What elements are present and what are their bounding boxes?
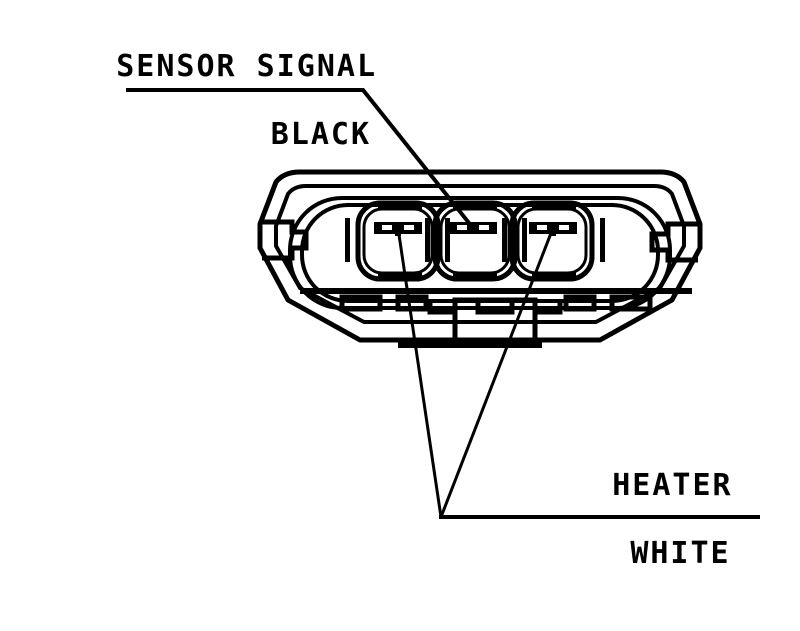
- cavity-right-bottom-cap: [532, 272, 576, 279]
- sensor-signal-leader-line: [126, 88, 476, 231]
- retention-slots: [339, 294, 653, 312]
- separator-3: [502, 218, 507, 262]
- cavity-center-top-cap: [453, 203, 497, 210]
- cavity-separators: [345, 218, 605, 262]
- cavity-left-top-cap: [378, 203, 422, 210]
- sensor-signal-label-group: SENSOR SIGNAL BLACK: [36, 22, 377, 210]
- terminal-blade-center: [449, 222, 497, 234]
- terminal-center-slot-a: [457, 225, 467, 230]
- retention-slot-4: [609, 294, 653, 312]
- terminal-blade-left: [374, 222, 422, 236]
- cavity-right-top-cap: [532, 203, 576, 210]
- sensor-signal-label-line1: SENSOR SIGNAL: [116, 49, 378, 84]
- pin-cavity-left-inner-ring: [362, 207, 434, 275]
- separator-2: [445, 218, 450, 262]
- left-keyway-notch: [262, 219, 309, 261]
- cavity-center-bottom-cap: [453, 272, 497, 279]
- separator-4: [522, 218, 527, 262]
- housing-divider-line: [300, 288, 692, 294]
- cavity-left-bottom-cap: [378, 272, 422, 279]
- terminal-right-slot-b: [559, 225, 569, 230]
- heater-wire-color-label: WHITE: [630, 536, 731, 571]
- terminal-left-slot-b: [404, 225, 414, 230]
- terminal-blade-right: [529, 222, 577, 236]
- diagram-canvas: SENSOR SIGNAL BLACK HEATER WHITE: [36, 22, 760, 569]
- heater-label-group: HEATER WHITE: [532, 441, 733, 629]
- latch-step-right: [535, 300, 563, 315]
- terminal-blades: [374, 222, 577, 236]
- heater-label-line1: HEATER: [612, 468, 733, 503]
- separator-1: [425, 218, 430, 262]
- connector-bottom-bar: [398, 341, 542, 348]
- connector-diagram-svg: [126, 88, 760, 519]
- retention-slot-1: [339, 294, 383, 312]
- separator-left-edge: [345, 218, 350, 262]
- terminal-left-slot-a: [382, 225, 392, 230]
- pin-cavity-center-inner-ring: [439, 207, 511, 275]
- terminal-right-slot-a: [537, 225, 547, 230]
- alignment-dot: [284, 259, 290, 265]
- sensor-signal-wire-color-label: BLACK: [270, 117, 372, 152]
- retention-slot-3: [563, 294, 597, 312]
- latch-center-inner-slot: [475, 297, 515, 315]
- cavity-top-shoulders: [378, 203, 576, 279]
- separator-right-edge: [600, 218, 605, 262]
- connector-shell-inner-1: [274, 184, 686, 324]
- terminal-center-slot-b: [479, 225, 489, 230]
- right-alignment-tab: [649, 221, 698, 263]
- retention-slot-2: [395, 294, 429, 312]
- latch-step-left: [427, 300, 455, 315]
- connector-outer-shell: [257, 169, 703, 343]
- pin-cavity-right-inner-ring: [516, 207, 588, 275]
